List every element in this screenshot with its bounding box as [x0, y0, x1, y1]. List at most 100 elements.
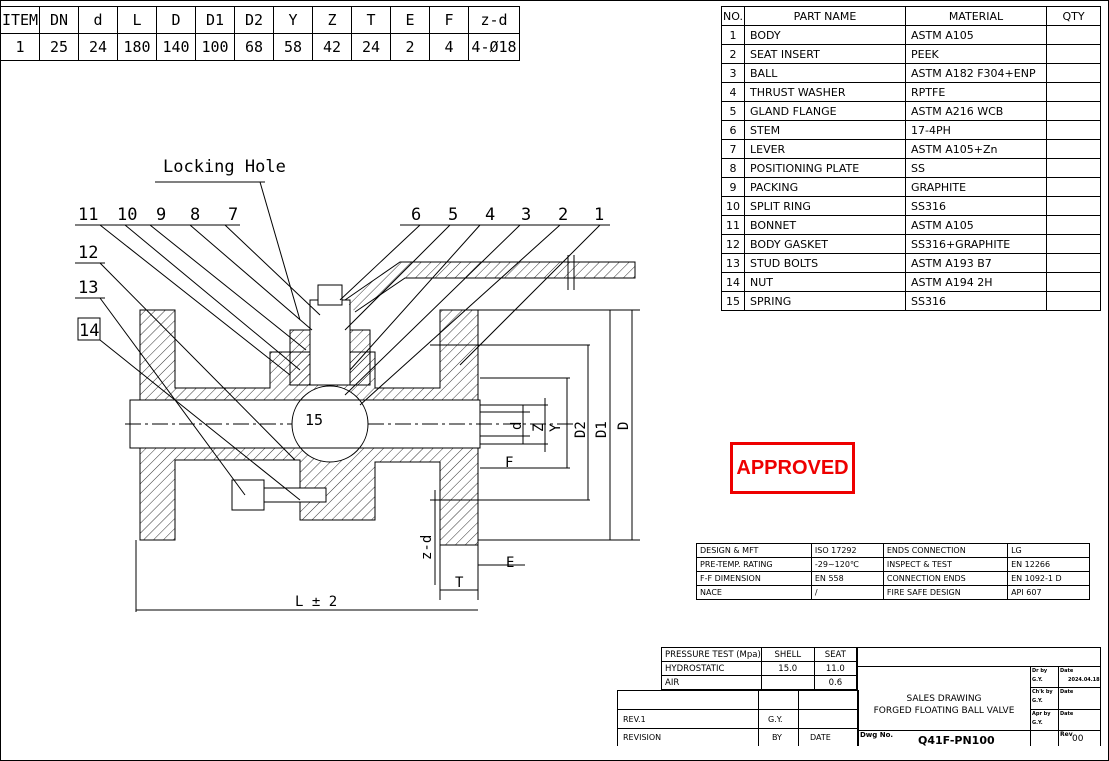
dim-value: 2	[390, 33, 430, 61]
air-label: AIR	[661, 675, 762, 690]
dim-d2: D2	[573, 421, 589, 438]
callout-11: 11	[78, 205, 98, 225]
dim-value: 4-Ø18	[468, 33, 520, 61]
callout-6: 6	[411, 205, 421, 225]
dim-value: 24	[78, 33, 118, 61]
rev-by: G.Y.	[768, 715, 783, 724]
dim-big-d: D	[616, 422, 632, 430]
spec-value: API 607	[1007, 585, 1090, 600]
part-qty	[1046, 291, 1101, 311]
pressure-row: HYDROSTATIC 15.0 11.0	[661, 661, 858, 676]
hydrostatic-label: HYDROSTATIC	[661, 661, 762, 676]
hydrostatic-shell: 15.0	[760, 661, 815, 676]
spec-label: INSPECT & TEST	[882, 557, 1009, 572]
dim-z: Z	[531, 424, 547, 432]
dwg-label: Dwg No.	[860, 731, 894, 739]
rev-entry: REV.1	[623, 715, 646, 724]
callout-1: 1	[594, 205, 604, 225]
title-line1: SALES DRAWING	[906, 694, 982, 704]
spec-label: FIRE SAFE DESIGN	[882, 585, 1009, 600]
hydrostatic-seat: 11.0	[813, 661, 858, 676]
pressure-row: AIR 0.6	[661, 675, 858, 690]
revision-label: REVISION	[623, 733, 662, 742]
dim-header: F	[429, 6, 469, 34]
spec-label: F-F DIMENSION	[696, 571, 812, 586]
rev-label: Rev	[1060, 731, 1073, 738]
callout-2: 2	[558, 205, 568, 225]
part-name: SPRING	[744, 291, 906, 311]
callout-14: 14	[79, 321, 99, 341]
part-name: SEAT INSERT	[744, 44, 906, 64]
part-name: SPLIT RING	[744, 196, 906, 216]
approved-stamp: APPROVED	[730, 442, 855, 494]
callout-9: 9	[156, 205, 166, 225]
part-material: SS316	[905, 291, 1047, 311]
dim-t: T	[455, 575, 464, 591]
callout-10: 10	[117, 205, 137, 225]
part-material: ASTM A216 WCB	[905, 101, 1047, 121]
air-shell	[760, 675, 815, 690]
dim-value: 25	[39, 33, 79, 61]
pressure-test-title: PRESSURE TEST (Mpa)	[661, 647, 762, 662]
dim-d: d	[509, 422, 525, 430]
dim-zd: z-d	[419, 535, 435, 560]
spec-value: EN 12266	[1007, 557, 1090, 572]
dimension-value-row: 1 25 24 180 140 100 68 58 42 24 2 4 4-Ø1…	[0, 33, 520, 61]
title-line2: FORGED FLOATING BALL VALVE	[873, 706, 1015, 716]
callout-3: 3	[521, 205, 531, 225]
chk-by-label: Ch'k by	[1032, 689, 1053, 695]
spec-value: /	[810, 585, 884, 600]
dim-header: DN	[39, 6, 79, 34]
chk-date-label: Date	[1060, 689, 1074, 695]
dim-e: E	[506, 555, 514, 571]
apr-by-label: Apr by	[1032, 711, 1051, 717]
dim-value: 180	[117, 33, 157, 61]
part-name: THRUST WASHER	[744, 82, 906, 102]
part-material: 17-4PH	[905, 120, 1047, 140]
dr-by-name: G.Y.	[1032, 677, 1043, 683]
dim-value: 58	[273, 33, 313, 61]
locking-hole-label: Locking Hole	[163, 157, 286, 177]
dim-l: L ± 2	[295, 594, 337, 610]
part-material: ASTM A182 F304+ENP	[905, 63, 1047, 83]
chk-by-name: G.Y.	[1032, 698, 1043, 704]
callout-7: 7	[228, 205, 238, 225]
part-name: POSITIONING PLATE	[744, 158, 906, 178]
part-no: 10	[721, 196, 745, 216]
air-seat: 0.6	[813, 675, 858, 690]
dim-header: D1	[195, 6, 235, 34]
part-no: 14	[721, 272, 745, 292]
dim-header: D	[156, 6, 196, 34]
dim-value: 100	[195, 33, 235, 61]
date-value: 2024.04.18	[1068, 677, 1100, 683]
callout-8: 8	[190, 205, 200, 225]
callout-13: 13	[78, 278, 98, 298]
spec-value: LG	[1007, 543, 1090, 558]
rev-value: 00	[1072, 734, 1084, 744]
spec-label: DESIGN & MFT	[696, 543, 812, 558]
dim-d1: D1	[594, 421, 610, 438]
dimension-table: ITEM DN d L D D1 D2 Y Z T E F z-d 1 25 2…	[0, 6, 520, 61]
spec-value: -29~120℃	[810, 557, 884, 572]
dimension-header-row: ITEM DN d L D D1 D2 Y Z T E F z-d	[0, 6, 520, 34]
dr-by-label: Dr by	[1032, 668, 1048, 674]
callout-15: 15	[305, 411, 323, 429]
part-material: ASTM A105+Zn	[905, 139, 1047, 159]
dwg-number: Q41F-PN100	[918, 734, 995, 747]
date-label-2: Date	[1060, 668, 1074, 674]
apr-date-label: Date	[1060, 711, 1074, 717]
spec-value: ISO 17292	[810, 543, 884, 558]
